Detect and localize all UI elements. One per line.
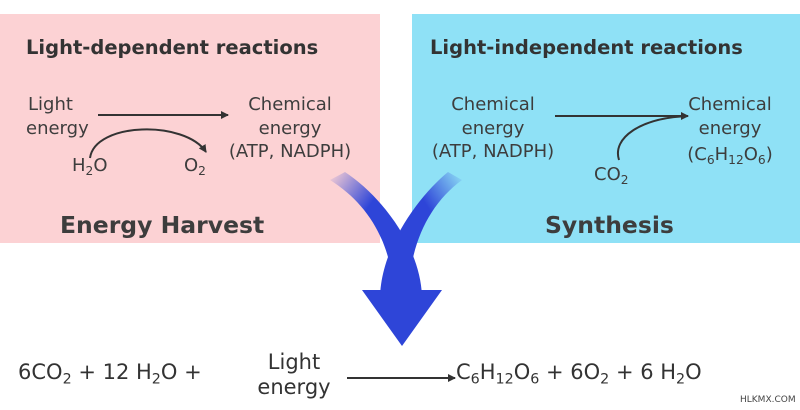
- right-co2-arrow: [616, 115, 689, 161]
- right-output-glucose: (C6H12O6): [687, 144, 773, 167]
- left-panel-title: Light-dependent reactions: [26, 36, 319, 59]
- right-input-line3: (ATP, NADPH): [431, 141, 555, 162]
- right-input-line1: Chemical: [451, 94, 535, 115]
- left-output-line2: energy: [258, 118, 322, 139]
- equation-left-side: 6CO2 + 12 H2O +: [18, 360, 202, 388]
- left-output-line3: (ATP, NADPH): [228, 141, 352, 162]
- right-output-line2: energy: [698, 118, 762, 139]
- left-output-line1: Chemical: [248, 94, 332, 115]
- equation-light-line2: energy: [257, 375, 331, 399]
- right-panel-footer: Synthesis: [545, 211, 674, 239]
- right-panel-title: Light-independent reactions: [430, 36, 743, 59]
- light-independent-panel: [412, 14, 800, 243]
- right-input-line2: energy: [461, 118, 525, 139]
- left-reactant-water: H2O: [72, 155, 108, 178]
- equation-right-side: C6H12O6 + 6O2 + 6 H2O: [456, 360, 702, 388]
- right-output-line1: Chemical: [688, 94, 772, 115]
- right-reactant-co2: CO2: [594, 164, 629, 187]
- merge-arrow: [330, 172, 462, 346]
- left-panel-footer: Energy Harvest: [60, 211, 265, 239]
- equation-light-line1: Light: [267, 350, 321, 374]
- light-dependent-panel: [0, 14, 380, 243]
- left-input-line2: energy: [26, 118, 89, 139]
- watermark: HLKMX.COM: [740, 395, 796, 405]
- left-product-oxygen: O2: [184, 155, 206, 178]
- left-input-line1: Light: [28, 94, 73, 115]
- left-water-arrow: [89, 128, 207, 159]
